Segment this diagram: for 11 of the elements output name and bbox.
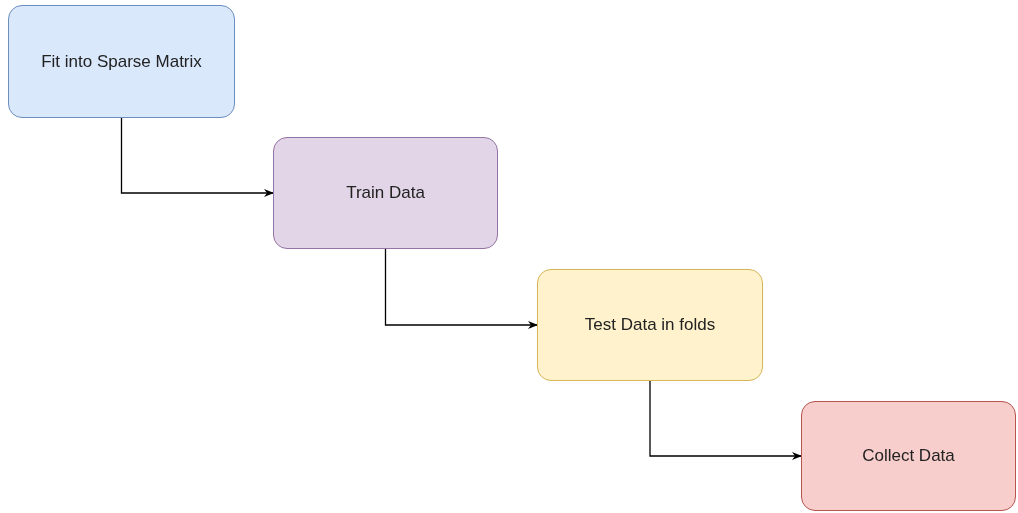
arrow xyxy=(384,248,538,329)
box-label: Collect Data xyxy=(862,445,955,468)
box-label: Train Data xyxy=(346,182,425,205)
process-box xyxy=(8,5,235,118)
arrow xyxy=(120,117,274,197)
box-label: Fit into Sparse Matrix xyxy=(41,50,202,73)
arrow xyxy=(649,380,802,460)
process-box xyxy=(273,137,498,249)
process-box xyxy=(801,401,1016,511)
box-label: Test Data in folds xyxy=(584,314,716,337)
process-box xyxy=(537,269,763,381)
